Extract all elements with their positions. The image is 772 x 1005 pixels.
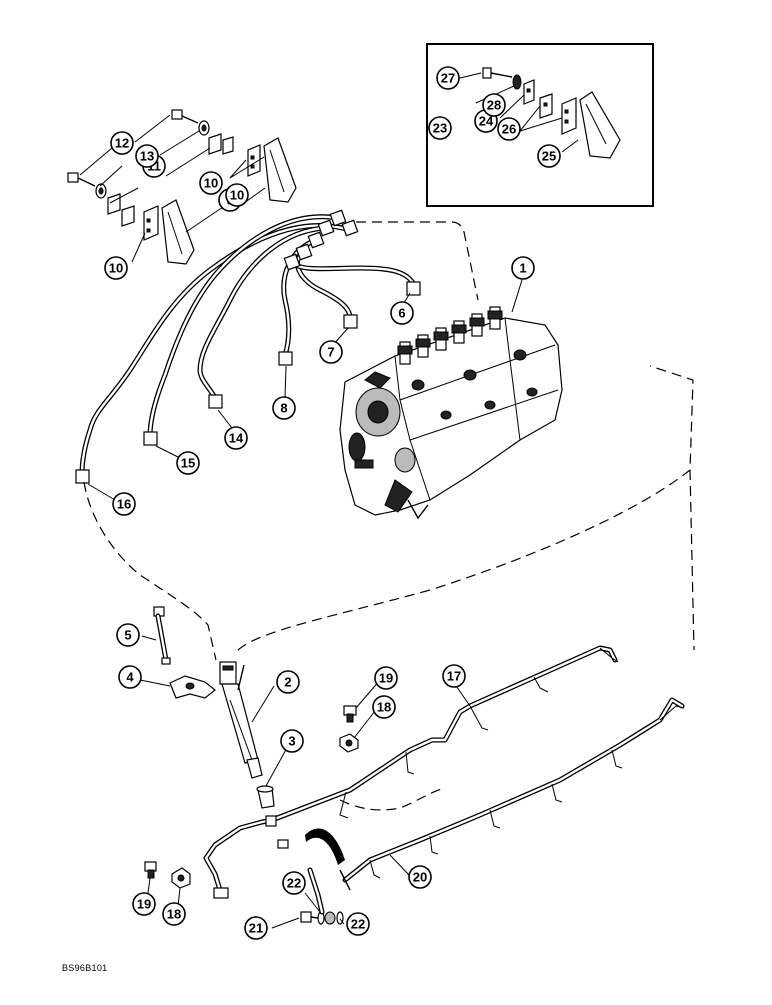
callout-label-17: 17 <box>447 669 461 684</box>
callout-label-19: 19 <box>137 897 151 912</box>
callout-label-10: 10 <box>204 176 218 191</box>
inset-bracket-25 <box>561 91 621 159</box>
callout-label-10: 10 <box>109 261 123 276</box>
inset-box <box>426 43 654 207</box>
callout-circle-19 <box>132 892 156 916</box>
callout-circle-26 <box>497 117 521 141</box>
callout-label-18: 18 <box>377 700 391 715</box>
callout-circle-8 <box>272 396 296 420</box>
callout-label-2: 2 <box>284 675 291 690</box>
inset-leaders <box>428 72 579 153</box>
callout-label-5: 5 <box>124 628 131 643</box>
callout-label-21: 21 <box>249 921 263 936</box>
injection-lines <box>79 214 416 477</box>
injector-nozzle-2 <box>219 661 263 779</box>
callout-circle-21 <box>244 916 268 940</box>
callout-label-8: 8 <box>280 401 287 416</box>
clip-18-upper <box>339 733 359 753</box>
hold-down-clamp-4 <box>169 675 216 699</box>
callout-circle-13 <box>135 144 159 168</box>
callout-circle-17 <box>442 664 466 688</box>
callout-label-28: 28 <box>487 98 501 113</box>
callout-circle-22 <box>282 871 306 895</box>
sleeve-3 <box>256 785 275 809</box>
callout-circle-7 <box>319 340 343 364</box>
bolt-19-lower <box>144 861 157 879</box>
leak-off-line-20 <box>307 697 685 915</box>
callout-circle-15 <box>176 451 200 475</box>
callout-circle-19 <box>374 666 398 690</box>
inset-washer-28 <box>512 74 522 90</box>
callout-label-4: 4 <box>126 670 134 685</box>
banjo-bolt-21 <box>300 911 319 923</box>
bolts-12 <box>67 109 199 187</box>
clip-18-lower <box>171 867 191 889</box>
callout-label-15: 15 <box>181 456 195 471</box>
callout-circle-6 <box>390 301 414 325</box>
callout-label-20: 20 <box>413 870 427 885</box>
inset-bolt-27 <box>482 67 513 79</box>
callout-circle-25 <box>537 144 561 168</box>
callout-label-18: 18 <box>167 907 181 922</box>
callout-label-6: 6 <box>398 306 405 321</box>
callout-circle-18 <box>162 902 186 926</box>
sealing-washers-22 <box>317 911 344 925</box>
callout-circle-10 <box>104 256 128 280</box>
capscrew-5 <box>153 606 171 665</box>
callout-label-12: 12 <box>115 136 129 151</box>
callout-circle-3 <box>280 729 304 753</box>
callout-circle-4 <box>118 665 142 689</box>
callout-circle-16 <box>112 492 136 516</box>
callout-circle-2 <box>276 670 300 694</box>
callout-label-22: 22 <box>351 917 365 932</box>
callout-circle-5 <box>116 623 140 647</box>
callout-label-26: 26 <box>502 122 516 137</box>
callout-circle-18 <box>372 695 396 719</box>
callout-circle-14 <box>224 426 248 450</box>
callout-circle-12 <box>110 131 134 155</box>
clamp-leaders <box>79 114 266 263</box>
callout-label-7: 7 <box>327 345 334 360</box>
callout-label-22: 22 <box>287 876 301 891</box>
inset-clamp-halves-26 <box>523 79 553 119</box>
callout-label-19: 19 <box>379 671 393 686</box>
callout-label-24: 24 <box>479 114 494 129</box>
callout-label-25: 25 <box>542 149 556 164</box>
injection-pump <box>339 306 563 520</box>
brackets-9-10 <box>143 137 297 265</box>
leak-off-line-17 <box>203 645 619 899</box>
callout-circle-10 <box>199 171 223 195</box>
washers-13 <box>95 120 210 199</box>
callout-label-16: 16 <box>117 497 131 512</box>
callout-label-10: 10 <box>230 188 244 203</box>
callout-circle-28 <box>482 93 506 117</box>
dashed-guides <box>83 221 695 811</box>
callouts: 1234567891010101112131415161718181919202… <box>104 66 561 940</box>
figure-code: BS96B101 <box>62 963 108 973</box>
callout-circle-23 <box>428 116 452 140</box>
callout-label-1: 1 <box>519 261 526 276</box>
callout-circle-1 <box>511 256 535 280</box>
callout-label-23: 23 <box>433 121 447 136</box>
line-nuts <box>75 209 421 484</box>
callout-label-3: 3 <box>288 734 295 749</box>
callout-label-27: 27 <box>441 71 455 86</box>
callout-circle-20 <box>408 865 432 889</box>
callout-label-13: 13 <box>140 149 154 164</box>
callout-circle-27 <box>436 66 460 90</box>
callout-label-14: 14 <box>229 431 244 446</box>
callout-circle-22 <box>346 912 370 936</box>
callout-circle-10 <box>225 183 249 207</box>
hose-shadow <box>305 828 345 865</box>
bolt-19-upper <box>343 705 357 723</box>
